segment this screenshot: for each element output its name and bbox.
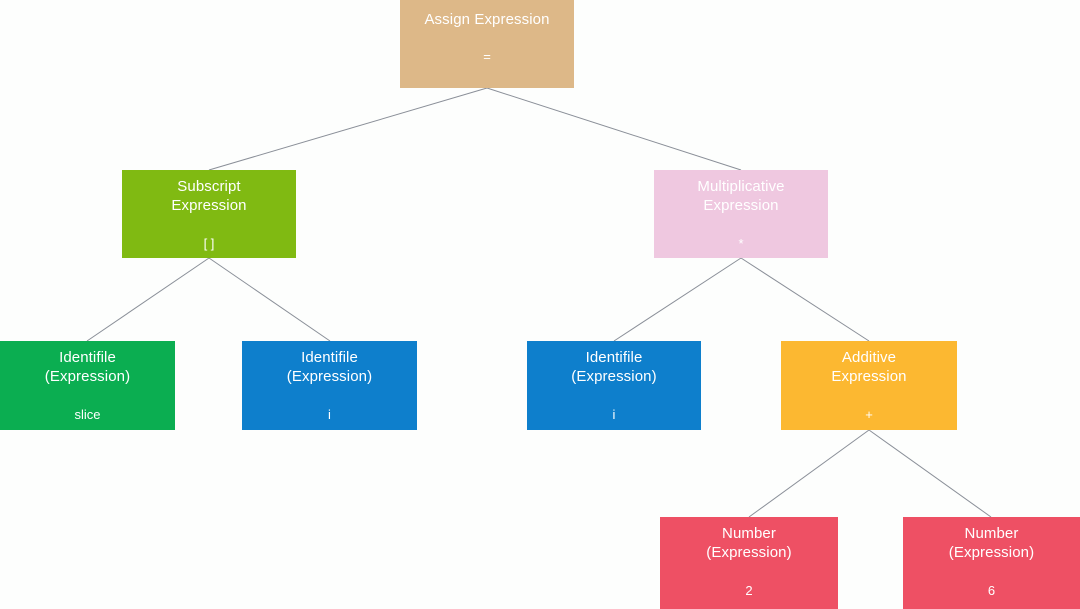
edge-multiplicative-ident-i2 [613,257,742,342]
node-symbol: + [865,407,873,422]
node-symbol: * [738,236,744,251]
node-symbol: 2 [745,583,753,598]
node-multiplicative-expression[interactable]: Multiplicative Expression * [654,170,828,258]
node-number-2[interactable]: Number (Expression) 2 [660,517,838,609]
node-identifier-slice[interactable]: Identifile (Expression) slice [0,341,175,430]
edge-additive-num-2 [748,429,870,518]
node-symbol: slice [74,407,101,422]
node-title: Number (Expression) [948,525,1035,561]
edge-root-subscript [208,87,488,171]
edge-subscript-ident-i1 [208,257,331,342]
node-title: Identifile (Expression) [44,349,131,385]
node-title: Subscript Expression [171,178,247,214]
node-symbol: i [612,407,616,422]
node-additive-expression[interactable]: Additive Expression + [781,341,957,430]
node-title: Multiplicative Expression [697,178,785,214]
node-title: Assign Expression [424,11,550,28]
node-identifier-i-left[interactable]: Identifile (Expression) i [242,341,417,430]
node-symbol: 6 [987,583,996,598]
node-title: Additive Expression [831,349,907,385]
edge-subscript-ident-slice [86,257,210,342]
node-assign-expression[interactable]: Assign Expression = [400,0,574,88]
node-symbol: [ ] [203,236,215,251]
node-title: Number (Expression) [706,525,792,561]
node-title: Identifile (Expression) [571,349,657,385]
node-symbol: = [483,49,491,64]
node-title: Identifile (Expression) [286,349,373,385]
edge-multiplicative-additive [740,257,870,342]
edge-root-multiplicative [486,87,742,171]
node-symbol: i [328,407,331,422]
edge-additive-num-6 [868,429,992,518]
node-subscript-expression[interactable]: Subscript Expression [ ] [122,170,296,258]
node-number-6[interactable]: Number (Expression) 6 [903,517,1080,609]
node-identifier-i-right[interactable]: Identifile (Expression) i [527,341,701,430]
